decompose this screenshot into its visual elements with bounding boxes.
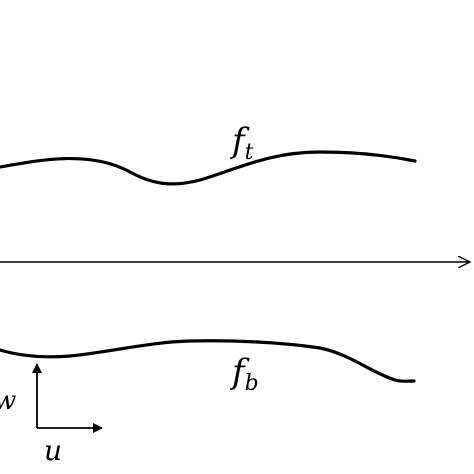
top-surface-curve (0, 150, 417, 186)
bottom-surface-curve (0, 339, 416, 383)
top-surface-label: ft (229, 121, 254, 165)
bottom-surface-label: fb (229, 352, 259, 396)
w-axis-label: w (0, 386, 16, 416)
u-axis-label: u (44, 434, 62, 467)
bottom-surface-label-sub: b (245, 371, 259, 396)
top-surface-label-sub: t (245, 140, 254, 165)
